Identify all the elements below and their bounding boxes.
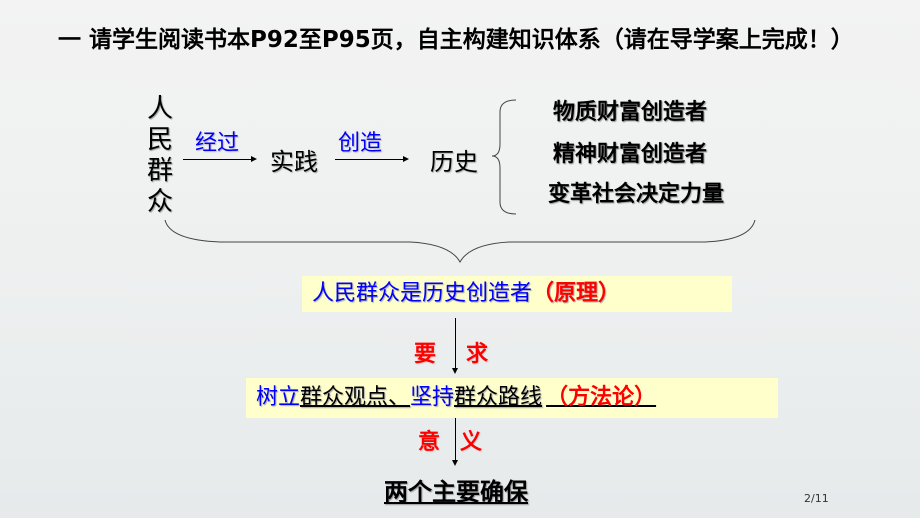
significance-label-left: 意: [418, 430, 441, 455]
history-role-spiritual: 精神财富创造者: [553, 142, 708, 167]
method-verb-adhere: 坚持: [410, 385, 455, 410]
history-role-material: 物质财富创造者: [553, 100, 708, 125]
subject-char: 人: [146, 94, 173, 124]
requirement-label-left: 要: [414, 342, 437, 367]
method-verb-establish: 树立: [256, 385, 301, 410]
principle-tag: （原理）: [532, 281, 621, 306]
arrow-right-icon: [335, 156, 409, 162]
brace-icon: [491, 99, 517, 215]
requirement-label-right: 求: [466, 342, 489, 367]
subject-people-masses: 人 民 群 众: [143, 94, 177, 218]
arrow-right-icon: [183, 156, 257, 162]
node-practice: 实践: [270, 148, 318, 176]
principle-text: 人民群众是历史创造者: [312, 281, 533, 306]
history-role-social-change: 变革社会决定力量: [548, 182, 725, 207]
conclusion-two-guarantees: 两个主要确保: [384, 478, 528, 506]
underbrace-icon: [164, 219, 756, 264]
arrow-down-icon: [452, 418, 458, 466]
arrow2-label: 创造: [338, 131, 383, 156]
methodology-box: 树立群众观点、坚持群众路线（方法论）: [246, 378, 778, 418]
node-history: 历史: [430, 148, 478, 176]
subject-char: 群: [146, 156, 173, 186]
instruction-title: 一 请学生阅读书本P92至P95页，自主构建知识体系（请在导学案上完成！）: [58, 27, 854, 53]
methodology-tag: （方法论）: [546, 385, 657, 410]
significance-label-right: 义: [460, 430, 483, 455]
method-mass-viewpoint: 群众观点、: [300, 385, 411, 410]
subject-char: 民: [146, 125, 173, 155]
principle-box: 人民群众是历史创造者（原理）: [302, 276, 732, 312]
method-mass-line: 群众路线: [454, 385, 543, 410]
subject-char: 众: [146, 187, 173, 217]
page-number: 2/11: [804, 492, 829, 505]
arrow-down-icon: [452, 318, 458, 374]
arrow1-label: 经过: [195, 131, 240, 156]
